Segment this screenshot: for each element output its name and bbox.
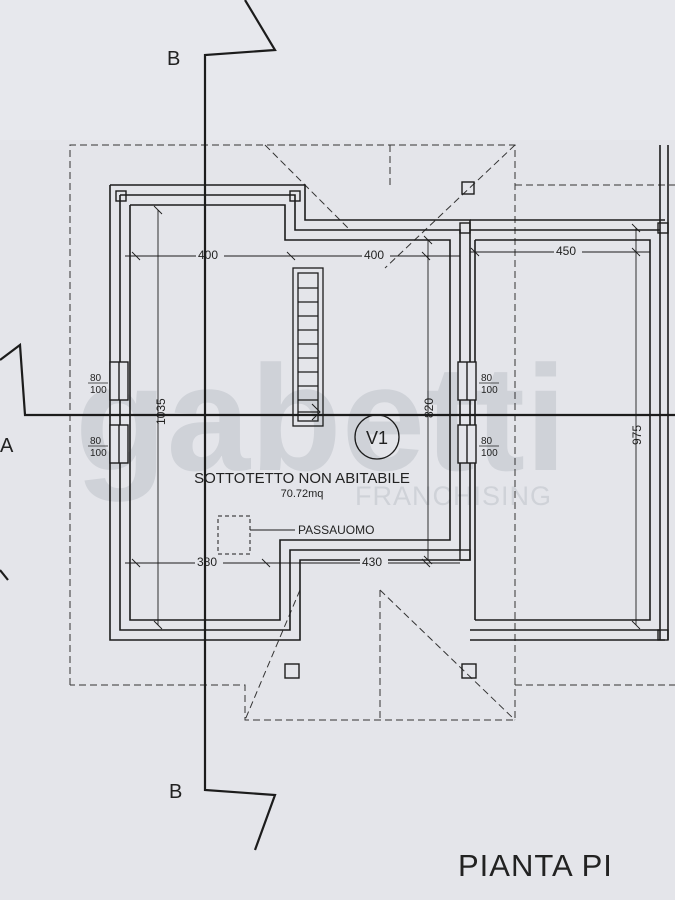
dim-top-mid: 400 [364,248,384,262]
windows-right [457,361,477,464]
room-tag: V1 [366,428,388,448]
watermark-logo: gabetti [75,334,567,502]
room-area: 70.72mq [281,488,324,500]
opening-left-lower-width: 80 [90,436,102,447]
watermark-subtitle: FRANCHISING [355,481,552,511]
dim-height-mid: 820 [422,398,436,418]
dim-top-right: 450 [556,244,576,258]
opening-right-lower-height: 100 [481,448,498,459]
dimension-texts: 400 400 450 380 430 1035 820 975 [154,243,644,569]
section-line-b [203,0,277,851]
passauomo-label: PASSAUOMO [298,523,374,537]
section-mark-top: B [167,48,180,70]
opening-right-upper-height: 100 [481,385,498,396]
dimension-lines [125,205,650,630]
dim-bottom-left: 380 [197,555,217,569]
opening-left-upper-width: 80 [90,373,102,384]
room-name: SOTTOTETTO NON ABITABILE [194,470,410,487]
roof-outline [69,144,675,721]
opening-left-lower-height: 100 [90,448,107,459]
stair [292,267,324,427]
dim-height-right: 975 [630,425,644,445]
paper-highlight [0,0,675,140]
dim-height-left: 1035 [154,398,168,425]
dim-bottom-mid: 430 [362,555,382,569]
opening-right-upper-width: 80 [481,373,493,384]
dim-top-left: 400 [198,248,218,262]
section-mark-left: A [0,435,14,457]
section-line-a [0,342,675,581]
windows-left [109,361,129,464]
drawing-title: PIANTA PI [458,848,613,883]
columns [115,181,669,679]
section-mark-bottom: B [169,781,182,803]
room-tag-circle [354,414,400,460]
opening-labels: 80 100 80 100 80 100 80 100 [88,373,499,459]
passauomo-hatch [217,515,251,555]
opening-left-upper-height: 100 [90,385,107,396]
opening-right-lower-width: 80 [481,436,493,447]
